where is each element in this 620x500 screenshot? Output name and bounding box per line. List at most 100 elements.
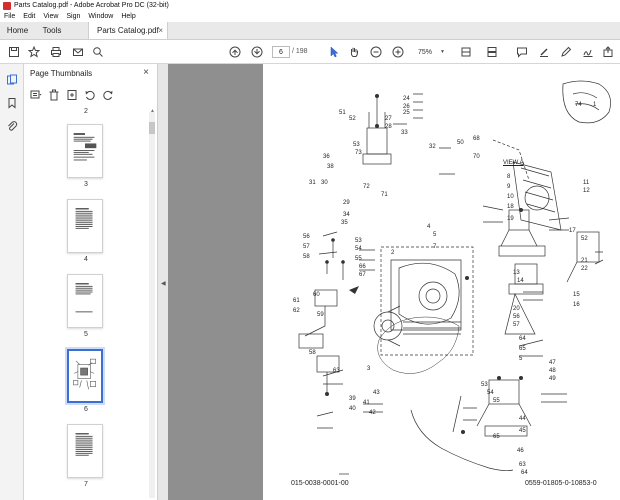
part-number-callout: 64 xyxy=(519,336,526,342)
part-number-callout: 35 xyxy=(341,220,348,226)
close-panel-icon[interactable]: × xyxy=(143,67,149,78)
bookmarks-icon[interactable] xyxy=(6,97,18,109)
menu-help[interactable]: Help xyxy=(121,13,136,20)
delete-page-icon[interactable] xyxy=(48,89,60,101)
part-number-callout: 61 xyxy=(293,298,300,304)
scroll-up-arrow[interactable]: ▲ xyxy=(150,108,155,114)
next-page-icon[interactable] xyxy=(251,46,263,58)
part-number-callout: 19 xyxy=(507,216,514,222)
part-number-callout: 56 xyxy=(303,234,310,240)
select-cursor-icon[interactable] xyxy=(328,46,340,58)
zoom-dropdown-icon[interactable]: ▼ xyxy=(440,49,445,55)
close-tab-icon[interactable]: × xyxy=(158,26,163,35)
share-icon[interactable] xyxy=(602,46,614,58)
part-number-callout: 41 xyxy=(363,400,370,406)
page-thumbnail-4[interactable] xyxy=(67,199,103,253)
part-number-callout: 62 xyxy=(293,308,300,314)
comment-icon[interactable] xyxy=(516,46,528,58)
tab-document[interactable]: Parts Catalog.pdf × xyxy=(88,22,168,39)
drawing-code-right: 0559-01805-0-10853-0 xyxy=(525,480,597,487)
part-number-callout: 66 xyxy=(359,264,366,270)
part-number-callout: 7 xyxy=(433,244,437,250)
rotate-counterclockwise-icon[interactable] xyxy=(84,89,96,101)
navigation-pane-bar xyxy=(0,64,24,500)
thumbnail-options-icon[interactable] xyxy=(30,89,42,101)
scroll-mode-icon[interactable] xyxy=(486,46,498,58)
part-number-callout: 36 xyxy=(323,154,330,160)
exploded-parts-diagram: 2426252728335152735332507413638706831307… xyxy=(293,80,611,476)
highlight-pen-icon[interactable] xyxy=(538,46,550,58)
insert-page-icon[interactable] xyxy=(66,89,78,101)
page-number-input[interactable]: 6 xyxy=(272,46,290,58)
part-number-callout: 55 xyxy=(493,398,500,404)
part-number-callout: 16 xyxy=(573,302,580,308)
tab-bar: Home Tools Parts Catalog.pdf × xyxy=(0,22,620,40)
part-number-callout: 27 xyxy=(385,116,392,122)
page-fit-icon[interactable] xyxy=(460,46,472,58)
tab-tools[interactable]: Tools xyxy=(42,26,62,35)
part-number-callout: 60 xyxy=(313,292,320,298)
menu-file[interactable]: File xyxy=(4,13,16,20)
previous-page-icon[interactable] xyxy=(229,46,241,58)
menu-sign[interactable]: Sign xyxy=(66,13,81,20)
page-thumbnail-6-selected[interactable] xyxy=(67,349,103,403)
part-number-callout: 34 xyxy=(343,212,350,218)
tab-home[interactable]: Home xyxy=(6,26,29,35)
part-number-callout: 29 xyxy=(343,200,350,206)
part-number-callout: 71 xyxy=(381,192,388,198)
rotate-clockwise-icon[interactable] xyxy=(102,89,114,101)
email-icon[interactable] xyxy=(72,46,84,58)
save-icon[interactable] xyxy=(8,46,20,58)
part-number-callout: 70 xyxy=(473,154,480,160)
part-number-callout: 58 xyxy=(303,254,310,260)
panel-splitter[interactable]: ◀ xyxy=(158,64,168,500)
part-number-callout: 33 xyxy=(401,130,408,136)
bookmark-star-icon[interactable] xyxy=(28,46,40,58)
page-thumbnails-panel: Page Thumbnails × 2 3 4 5 xyxy=(24,64,158,500)
part-number-callout: 5 xyxy=(519,356,523,362)
page-thumbnail-3[interactable] xyxy=(67,124,103,178)
collapse-panel-arrow-icon[interactable]: ◀ xyxy=(161,281,166,287)
part-number-callout: 65 xyxy=(519,346,526,352)
thumbnail-label: 4 xyxy=(84,256,88,263)
print-icon[interactable] xyxy=(50,46,62,58)
page-thumbnails-icon[interactable] xyxy=(6,74,18,86)
zoom-out-icon[interactable] xyxy=(370,46,382,58)
part-number-callout: 4 xyxy=(427,224,431,230)
title-bar: Parts Catalog.pdf - Adobe Acrobat Pro DC… xyxy=(0,0,620,11)
view-a-label: VIEW A xyxy=(503,160,524,166)
attachments-icon[interactable] xyxy=(6,120,18,132)
menu-view[interactable]: View xyxy=(43,13,59,20)
part-number-callout: 9 xyxy=(507,184,511,190)
part-number-callout: 3 xyxy=(367,366,371,372)
hand-tool-icon[interactable] xyxy=(348,46,360,58)
part-number-callout: 2 xyxy=(391,250,395,256)
part-number-callout: 8 xyxy=(507,174,511,180)
part-number-callout: 21 xyxy=(581,258,588,264)
drawing-code-left: 015-0038-0001-00 xyxy=(291,480,349,487)
part-number-callout: 11 xyxy=(583,180,590,186)
part-number-callout: 1 xyxy=(593,102,597,108)
sign-icon[interactable] xyxy=(582,46,594,58)
page-thumbnail-7[interactable] xyxy=(67,424,103,478)
draw-icon[interactable] xyxy=(560,46,572,58)
tab-document-label: Parts Catalog.pdf xyxy=(97,26,159,35)
scrollbar-thumb[interactable] xyxy=(149,122,155,134)
zoom-level-select[interactable]: 75% xyxy=(417,48,432,56)
panel-title: Page Thumbnails xyxy=(30,69,93,78)
part-number-callout: 13 xyxy=(513,270,520,276)
thumbnail-scrollbar[interactable] xyxy=(149,112,155,498)
zoom-in-icon[interactable] xyxy=(392,46,404,58)
part-number-callout: 10 xyxy=(507,194,514,200)
menu-window[interactable]: Window xyxy=(88,13,114,20)
part-number-callout: 64 xyxy=(521,470,528,476)
search-icon[interactable] xyxy=(92,46,104,58)
part-number-callout: 67 xyxy=(359,272,366,278)
part-number-callout: 15 xyxy=(573,292,580,298)
page-thumbnail-5[interactable] xyxy=(67,274,103,328)
part-number-callout: 40 xyxy=(349,406,356,412)
part-number-callout: 57 xyxy=(513,322,520,328)
part-number-callout: 63 xyxy=(333,368,340,374)
menu-edit[interactable]: Edit xyxy=(23,13,36,20)
